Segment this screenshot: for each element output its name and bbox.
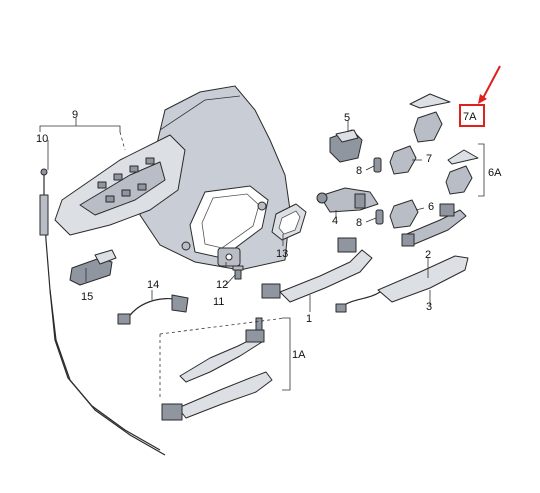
- handle-1: [261, 237, 373, 303]
- label-8a: 8: [356, 165, 362, 177]
- cap-7: [389, 145, 417, 175]
- label-1: 1: [306, 313, 312, 325]
- lock-cylinder-4: [316, 187, 379, 213]
- cap-6a: [445, 149, 479, 195]
- seal-12: [217, 247, 241, 267]
- label-2: 2: [425, 249, 431, 261]
- label-10: 10: [36, 133, 48, 145]
- spacer-8b: [375, 209, 384, 225]
- label-7: 7: [426, 153, 432, 165]
- handle-1a: [161, 317, 273, 421]
- cap-6: [389, 199, 419, 229]
- label-14: 14: [147, 279, 159, 291]
- bowden-cable: [39, 168, 166, 456]
- label-5: 5: [344, 112, 350, 124]
- label-12: 12: [216, 279, 228, 291]
- lock-bracket: [54, 134, 186, 236]
- carrier-5: [329, 129, 363, 163]
- label-9: 9: [72, 109, 78, 121]
- label-7a: 7A: [463, 111, 477, 123]
- callout-arrowhead: [478, 94, 487, 104]
- leader-lines: [39, 118, 485, 400]
- label-4: 4: [332, 215, 338, 227]
- screw-11: [232, 265, 244, 280]
- highlight-callout: [459, 65, 501, 127]
- body-panel: [139, 85, 291, 271]
- part-labels: 9 10 15 14 12 11 13 1 1A 2 3 4 5 8 8 7 6…: [36, 109, 502, 361]
- handle-3: [335, 255, 469, 313]
- handle-carrier-2: [401, 203, 467, 247]
- label-8b: 8: [356, 217, 362, 229]
- label-1a: 1A: [292, 349, 306, 361]
- sensor-14: [117, 294, 189, 325]
- label-11: 11: [213, 296, 224, 308]
- label-15: 15: [81, 291, 93, 303]
- label-13: 13: [276, 248, 288, 260]
- label-6: 6: [428, 201, 434, 213]
- spacer-8a: [373, 157, 382, 173]
- connector-15: [69, 249, 117, 286]
- callout-arrow: [481, 65, 501, 101]
- callout-box: [459, 104, 485, 127]
- label-3: 3: [426, 301, 432, 313]
- label-6a: 6A: [488, 167, 502, 179]
- cap-7a: [409, 93, 451, 143]
- gasket-13: [271, 203, 307, 241]
